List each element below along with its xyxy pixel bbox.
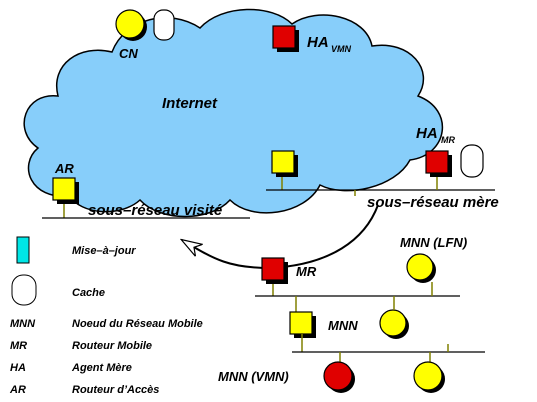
legend-abbr-ar: AR xyxy=(9,384,26,396)
ar-label: AR xyxy=(54,161,74,176)
legend-cache-label: Cache xyxy=(72,287,105,299)
ha-mr-router: HA MR xyxy=(416,125,484,190)
legend: Mise–à–jour Cache MNN Noeud du Réseau Mo… xyxy=(9,236,203,396)
home-subnet-router xyxy=(271,150,298,190)
mr-label: MR xyxy=(296,264,317,279)
cn-label: CN xyxy=(119,46,138,61)
ha-mr-subscript: MR xyxy=(441,135,455,145)
ha-mr-cache-icon xyxy=(460,144,484,178)
mnn-node xyxy=(379,296,409,339)
mnn-router-label: MNN xyxy=(328,318,358,333)
cn-node: CN xyxy=(115,9,175,61)
legend-desc-mr: Routeur Mobile xyxy=(72,340,152,352)
update-legend-icon xyxy=(16,236,30,264)
home-subnet-label: sous–réseau mère xyxy=(367,194,499,211)
internet-label: Internet xyxy=(162,95,218,112)
internet-cloud xyxy=(23,8,444,218)
cache-legend-icon xyxy=(11,274,37,306)
update-arrow xyxy=(182,240,271,269)
legend-desc-ar: Routeur d’Accès xyxy=(72,384,159,396)
mnn-node-bottom xyxy=(413,352,445,393)
ha-vmn-label: HA xyxy=(307,34,329,51)
mobile-router: MR xyxy=(261,257,317,296)
mnn-router: MNN xyxy=(289,296,358,352)
legend-update-label: Mise–à–jour xyxy=(72,245,136,257)
ha-mr-label: HA xyxy=(416,125,438,142)
legend-abbr-ha: HA xyxy=(10,362,26,374)
legend-abbr-mnn: MNN xyxy=(10,318,36,330)
ha-vmn-subscript: VMN xyxy=(331,44,352,54)
legend-abbr-mr: MR xyxy=(10,340,27,352)
access-router: AR xyxy=(52,161,79,218)
ha-vmn-router: HA VMN xyxy=(272,25,352,54)
mnn-lfn-label: MNN (LFN) xyxy=(400,235,467,250)
mnn-vmn-node: MNN (VMN) xyxy=(218,352,355,393)
cn-cache-icon xyxy=(153,9,175,41)
mnn-vmn-label: MNN (VMN) xyxy=(218,369,289,384)
visited-subnet-label: sous–réseau visité xyxy=(88,202,222,219)
legend-desc-mnn: Noeud du Réseau Mobile xyxy=(72,318,203,330)
mnn-lfn-node: MNN (LFN) xyxy=(400,235,467,296)
legend-desc-ha: Agent Mère xyxy=(71,362,132,374)
